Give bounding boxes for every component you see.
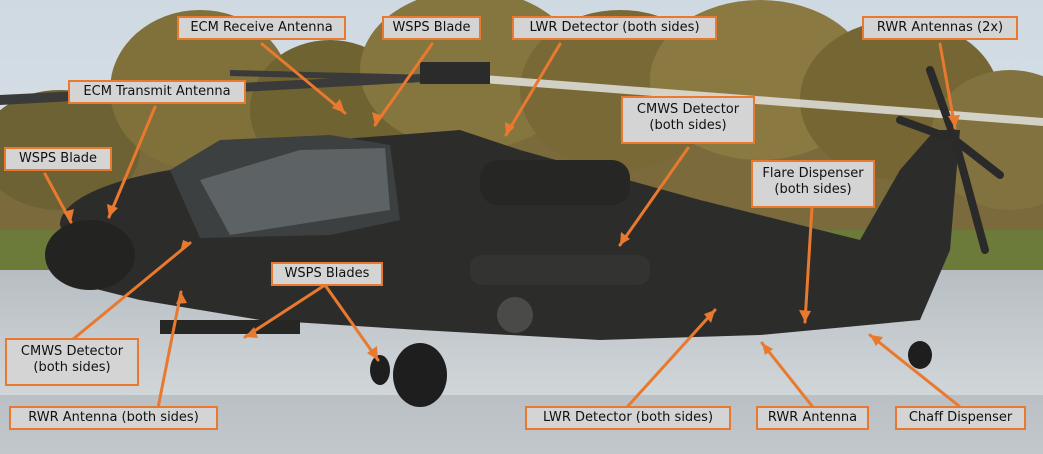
callout-lwr-detector-bottom: LWR Detector (both sides) [525, 406, 731, 430]
callout-line: CMWS Detector [20, 344, 124, 359]
callout-line: Flare Dispenser [762, 166, 864, 181]
callout-line: CMWS Detector [636, 102, 740, 117]
callout-line: (both sides) [33, 360, 111, 375]
callout-rwr-antenna-both-sides: RWR Antenna (both sides) [9, 406, 218, 430]
callout-wsps-blade-top: WSPS Blade [382, 16, 481, 40]
callout-cmws-detector-mid: CMWS Detector (both sides) [621, 96, 755, 144]
callout-line: (both sides) [649, 118, 727, 133]
callout-chaff-dispenser: Chaff Dispenser [895, 406, 1026, 430]
callout-line: (both sides) [774, 182, 852, 197]
callout-rwr-antennas-tail: RWR Antennas (2x) [862, 16, 1018, 40]
callout-ecm-receive-antenna: ECM Receive Antenna [177, 16, 346, 40]
callout-lwr-detector-top: LWR Detector (both sides) [512, 16, 717, 40]
callout-wsps-blades-lower: WSPS Blades [271, 262, 383, 286]
callout-wsps-blade-nose: WSPS Blade [4, 147, 112, 171]
callout-rwr-antenna-bottom: RWR Antenna [756, 406, 869, 430]
callout-cmws-detector-nose: CMWS Detector (both sides) [5, 338, 139, 386]
callout-flare-dispenser: Flare Dispenser (both sides) [751, 160, 875, 208]
callout-ecm-transmit-antenna: ECM Transmit Antenna [68, 80, 246, 104]
